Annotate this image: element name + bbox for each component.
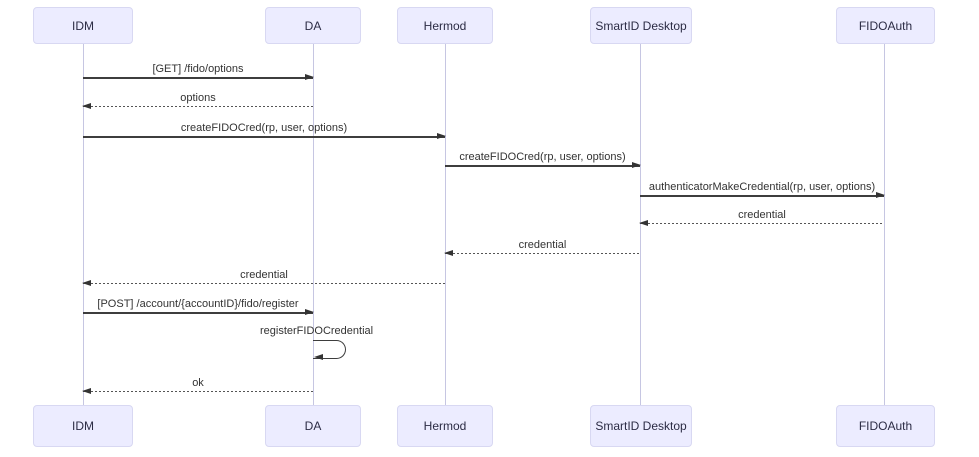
arrowhead-icon xyxy=(444,250,453,256)
arrowhead-icon xyxy=(314,354,323,360)
message-line xyxy=(444,250,640,256)
message-label: ok xyxy=(192,377,204,389)
message-line xyxy=(83,74,314,80)
message-label: registerFIDOCredential xyxy=(260,325,374,337)
actor-bottom-hermod: Hermod xyxy=(397,405,493,447)
actor-label: IDM xyxy=(72,419,94,433)
message-label: authenticatorMakeCredential(rp, user, op… xyxy=(648,181,876,193)
message-line xyxy=(640,192,885,198)
lifeline-fidoauth xyxy=(883,44,885,405)
actor-label: FIDOAuth xyxy=(858,18,913,33)
actor-top-da: DA xyxy=(265,7,361,44)
arrowhead-icon xyxy=(632,162,641,168)
message-label: createFIDOCred(rp, user, options) xyxy=(180,122,348,134)
arrowhead-icon xyxy=(639,220,648,226)
message-label: options xyxy=(180,92,216,104)
lifeline-idm xyxy=(82,44,84,405)
message-label: [POST] /account/{accountID}/fido/registe… xyxy=(97,298,299,310)
message-line xyxy=(83,309,314,315)
arrowhead-icon xyxy=(437,133,446,139)
actor-label: Hermod xyxy=(423,419,467,433)
actor-label: SmartID Desktop xyxy=(595,18,687,33)
arrowhead-icon xyxy=(82,103,91,109)
actor-top-idm: IDM xyxy=(33,7,133,44)
arrowhead-icon xyxy=(305,74,314,80)
actor-bottom-da: DA xyxy=(265,405,361,447)
message-line xyxy=(83,133,446,139)
actor-bottom-idm: IDM xyxy=(33,405,133,447)
message-line xyxy=(445,162,641,168)
arrowhead-icon xyxy=(82,280,91,286)
arrowhead-icon xyxy=(82,388,91,394)
message-line xyxy=(82,388,313,394)
arrowhead-icon xyxy=(876,192,885,198)
message-line xyxy=(82,103,313,109)
self-loop-curve xyxy=(313,340,346,359)
actor-bottom-smartid-desktop: SmartID Desktop xyxy=(590,405,692,447)
message-label: credential xyxy=(240,269,288,281)
actor-label: DA xyxy=(304,419,322,433)
lifeline-da xyxy=(312,44,314,405)
lifeline-hermod xyxy=(444,44,446,405)
actor-top-fidoauth: FIDOAuth xyxy=(836,7,935,44)
actor-label: FIDOAuth xyxy=(858,419,913,433)
actor-label: SmartID Desktop xyxy=(595,419,687,433)
message-line xyxy=(82,280,445,286)
actor-label: Hermod xyxy=(423,18,467,33)
actor-label: IDM xyxy=(72,18,94,33)
message-label: createFIDOCred(rp, user, options) xyxy=(459,151,626,163)
message-label: credential xyxy=(738,209,786,221)
actor-label: DA xyxy=(304,18,322,33)
message-line xyxy=(639,220,884,226)
actor-top-smartid-desktop: SmartID Desktop xyxy=(590,7,692,44)
message-label: credential xyxy=(518,239,567,251)
actor-top-hermod: Hermod xyxy=(397,7,493,44)
actor-bottom-fidoauth: FIDOAuth xyxy=(836,405,935,447)
message-label: [GET] /fido/options xyxy=(152,63,244,75)
arrowhead-icon xyxy=(305,309,314,315)
